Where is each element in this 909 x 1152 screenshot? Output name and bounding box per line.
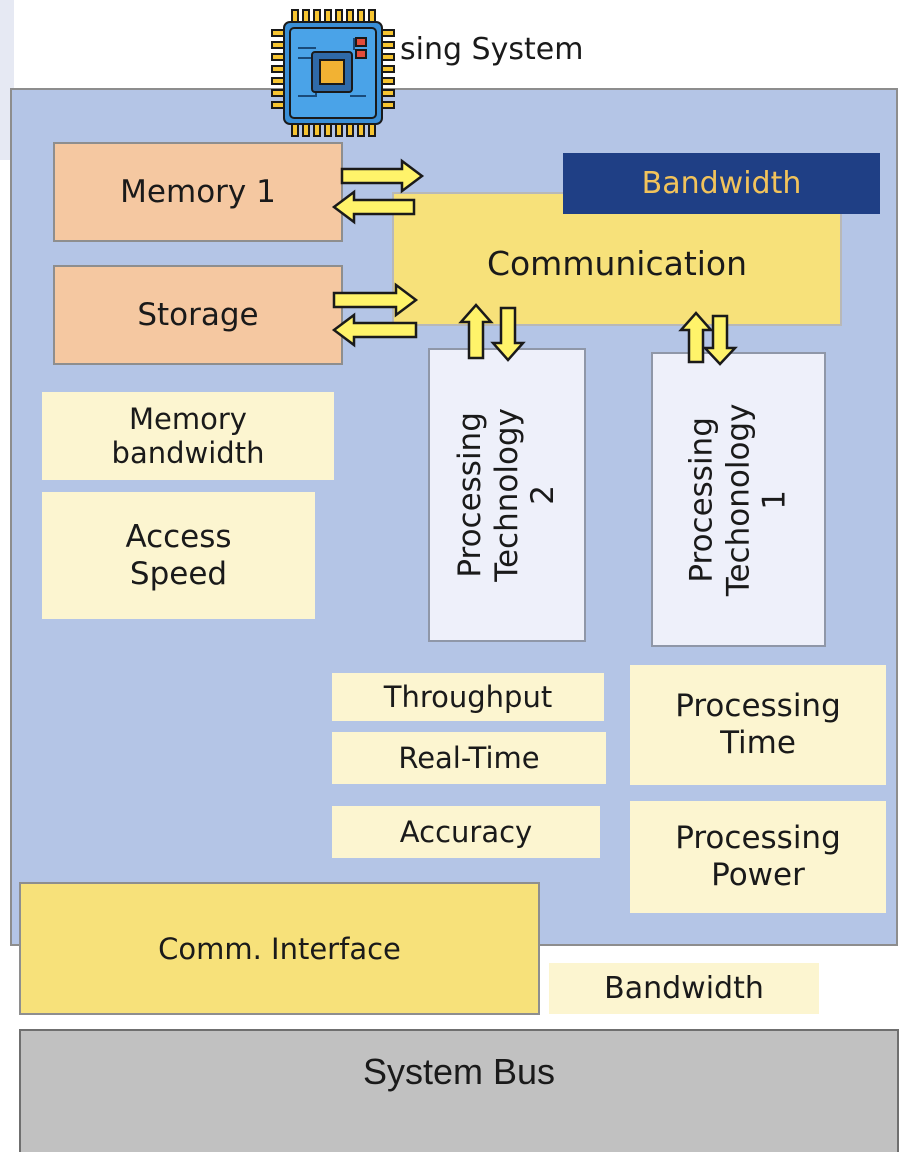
processing-technology-1-label: Processing Techonology 1 [684, 403, 794, 596]
access-speed-line-2: Speed [129, 555, 228, 592]
system-bus-block: System Bus [19, 1029, 899, 1152]
real-time-metric: Real-Time [332, 732, 606, 784]
accuracy-label: Accuracy [399, 815, 533, 849]
processing-power-line-2: Power [711, 857, 805, 893]
cpu-chip-icon [271, 9, 395, 137]
processing-technology-2-label: Processing Technology 2 [452, 408, 562, 582]
processing-technology-2-block: Processing Technology 2 [428, 348, 586, 642]
proc1-line-2: Techonology [720, 403, 757, 596]
throughput-metric: Throughput [332, 673, 604, 721]
processing-power-line-1: Processing [675, 820, 841, 857]
access-speed-metric: Access Speed [42, 492, 315, 619]
processing-technology-1-block: Processing Techonology 1 [651, 352, 826, 647]
accuracy-metric: Accuracy [332, 806, 600, 858]
proc1-line-3: 1 [756, 489, 793, 510]
proc1-line-1: Processing [683, 416, 720, 583]
storage-label: Storage [137, 297, 259, 333]
processing-time-line-2: Time [720, 725, 796, 761]
proc2-line-3: 2 [525, 485, 562, 505]
memory-bandwidth-metric: Memory bandwidth [42, 392, 334, 480]
memory-bandwidth-line-2: bandwidth [111, 436, 265, 470]
storage-block: Storage [53, 265, 343, 365]
memory-1-label: Memory 1 [120, 174, 276, 210]
bandwidth-label-bottom: Bandwidth [549, 963, 819, 1014]
real-time-label: Real-Time [398, 741, 540, 775]
processing-time-line-1: Processing [675, 688, 841, 725]
access-speed-line-1: Access [125, 518, 232, 555]
bandwidth-label-top: Bandwidth [563, 153, 880, 214]
system-bus-label: System Bus [362, 1051, 556, 1092]
comm-interface-label: Comm. Interface [158, 931, 401, 966]
memory-1-block: Memory 1 [53, 142, 343, 242]
processing-time-metric: Processing Time [630, 665, 886, 785]
proc2-line-1: Processing [452, 412, 489, 578]
comm-interface-block: Comm. Interface [19, 882, 540, 1015]
processing-power-metric: Processing Power [630, 801, 886, 913]
communication-label: Communication [486, 243, 748, 283]
throughput-label: Throughput [383, 680, 553, 714]
bandwidth-top-text: Bandwidth [641, 166, 802, 201]
memory-bandwidth-line-1: Memory [129, 401, 247, 436]
proc2-line-2: Technology [488, 408, 525, 582]
system-title: sing System [400, 32, 584, 67]
bandwidth-bottom-text: Bandwidth [604, 971, 764, 1006]
